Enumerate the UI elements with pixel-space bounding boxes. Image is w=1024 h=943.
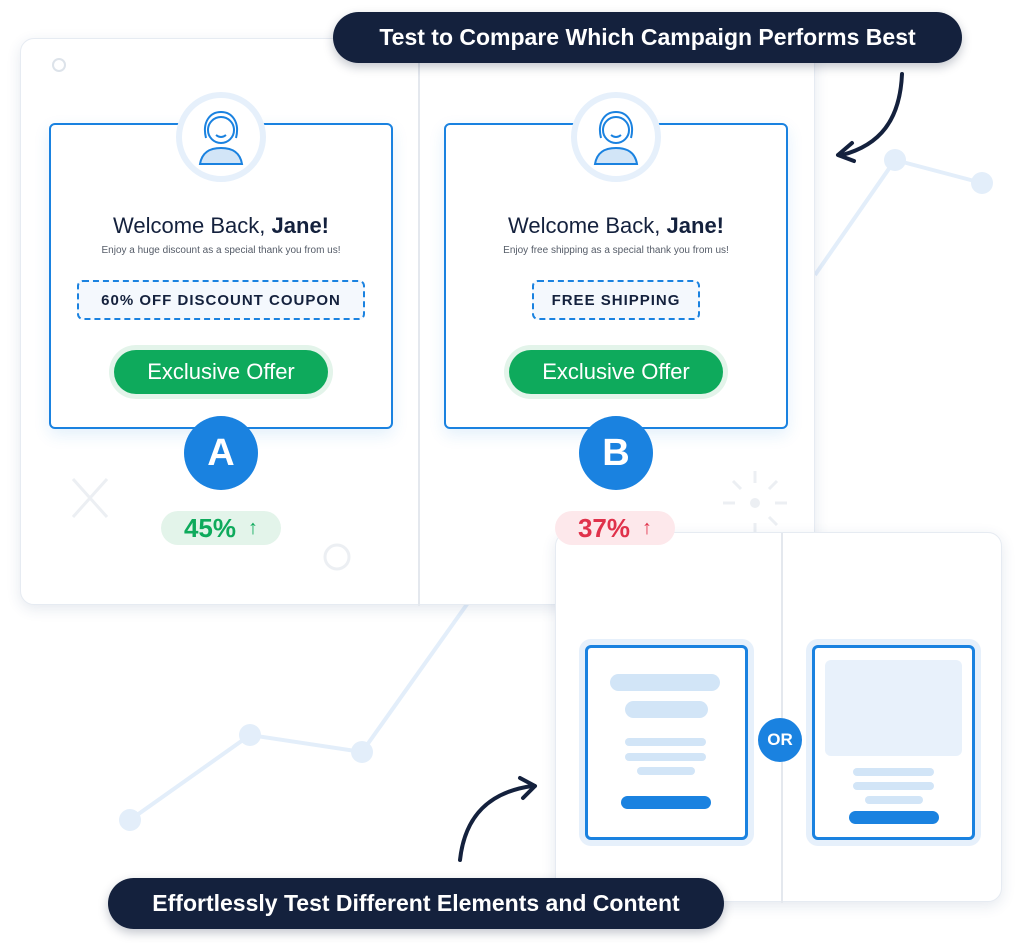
variant-b-result: 37% ↑ xyxy=(555,511,675,545)
variant-a-result: 45% ↑ xyxy=(161,511,281,545)
coupon-code: FREE SHIPPING xyxy=(532,280,700,320)
greeting: Welcome Back, Jane! xyxy=(112,213,330,238)
variant-b-label: B xyxy=(579,416,653,490)
headline-bottom: Effortlessly Test Different Elements and… xyxy=(108,878,724,929)
or-badge: OR xyxy=(758,718,802,762)
avatar-jane-icon xyxy=(571,92,661,182)
layout-option-1 xyxy=(585,645,748,840)
offer-button-wrap: Exclusive Offer xyxy=(109,345,333,399)
coupon-code: 60% OFF DISCOUNT COUPON xyxy=(77,280,365,320)
exclusive-offer-button[interactable]: Exclusive Offer xyxy=(509,350,723,394)
variant-a-label: A xyxy=(184,416,258,490)
subtitle: Enjoy a huge discount as a special thank… xyxy=(101,245,341,256)
greeting: Welcome Back, Jane! xyxy=(507,213,725,238)
decorative-shapes-icon xyxy=(52,58,787,571)
layout-option-2 xyxy=(812,645,975,840)
arrow-up-icon: ↑ xyxy=(642,516,653,539)
arrow-up-icon: ↑ xyxy=(248,516,259,539)
result-value: 37% xyxy=(577,512,631,543)
headline-top: Test to Compare Which Campaign Performs … xyxy=(333,12,962,63)
offer-button-wrap: Exclusive Offer xyxy=(504,345,728,399)
result-value: 45% xyxy=(183,512,237,543)
exclusive-offer-button[interactable]: Exclusive Offer xyxy=(114,350,328,394)
panel-divider xyxy=(418,39,420,606)
avatar-jane-icon xyxy=(176,92,266,182)
variant-b-card: Welcome Back, Jane! Enjoy free shipping … xyxy=(444,123,788,429)
subtitle: Enjoy free shipping as a special thank y… xyxy=(503,245,729,256)
